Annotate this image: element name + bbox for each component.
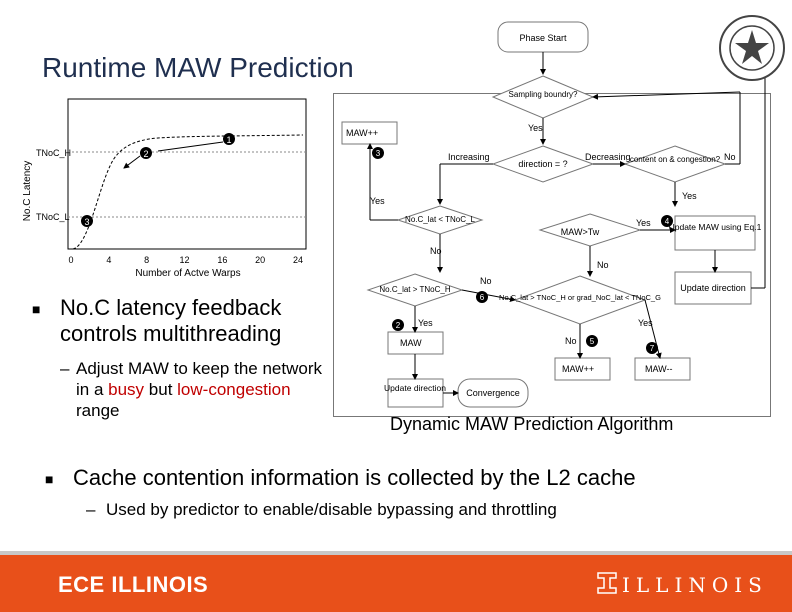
no2-label: No: [430, 246, 442, 256]
busy-text: busy: [108, 380, 145, 399]
but-text: but: [144, 380, 173, 399]
dash-marker: –: [60, 359, 70, 378]
noc-lat-lt-text: No.C_lat < TNoC_L: [405, 215, 475, 224]
svg-text:4: 4: [665, 217, 670, 226]
arrow-no4: [461, 289, 516, 303]
phase-start-text: Phase Start: [519, 33, 567, 43]
update-dir-box: [674, 271, 752, 305]
direction-diamond: [491, 145, 595, 183]
bullet-text: No.C latency feedback controls multithre…: [60, 295, 282, 346]
update-maw-text: Update MAW using Eq.1: [669, 222, 762, 232]
footer-bar: [0, 551, 792, 612]
low-congestion-text: low-congestion: [177, 380, 291, 399]
increasing-label: Increasing: [448, 152, 490, 162]
bullet-text-2: Cache contention information is collecte…: [73, 465, 636, 490]
step-badge-7: 7: [646, 342, 658, 354]
yes2-label: Yes: [682, 191, 697, 201]
marker-3: 3: [81, 215, 93, 227]
dash-marker-2: –: [86, 500, 96, 519]
used-text: Used by predictor to enable/disable bypa…: [106, 500, 557, 519]
illinois-block-i-icon: [597, 572, 617, 594]
plot-frame: [67, 98, 307, 250]
yes1-label: Yes: [528, 123, 543, 133]
maw-pp2-text: MAW++: [562, 364, 594, 374]
x-tick-label: 8: [144, 255, 149, 265]
svg-text:5: 5: [590, 337, 595, 346]
decreasing-label: Decreasing: [585, 152, 631, 162]
marker-2: 2: [140, 147, 152, 159]
no4-label: No: [480, 276, 492, 286]
range-text: range: [76, 401, 120, 420]
svg-text:6: 6: [480, 293, 485, 302]
x-tick-label: 12: [179, 255, 189, 265]
noc-or-text: No.C_lat > TNoC_H or grad_NoC_lat < TNoC…: [499, 293, 661, 302]
no5-label: No: [565, 336, 577, 346]
x-tick-label: 24: [293, 255, 303, 265]
marker-1: 1: [223, 133, 235, 145]
update-maw-box: [674, 215, 756, 251]
content-diamond: [623, 145, 727, 183]
y-axis-label: No.C Latency: [22, 161, 33, 222]
yes4-label: Yes: [636, 218, 651, 228]
slide-title: Runtime MAW Prediction: [42, 52, 354, 83]
maw-mm-box: [634, 357, 691, 381]
footer-ece-illinois: ECE ILLINOIS: [58, 572, 209, 597]
content-text: content on & congestion?: [630, 155, 721, 164]
marker-1-label: 1: [226, 135, 231, 145]
marker-3-label: 3: [84, 217, 89, 227]
x-tick-label: 4: [106, 255, 111, 265]
noc-lat-gt-text: No.C_lat > TNoC_H: [379, 285, 450, 294]
yes5-label: Yes: [418, 318, 433, 328]
y-tick-high: TNoC_H: [36, 148, 71, 158]
bullet-marker: ■: [32, 301, 41, 317]
sub-bullet-adjust: – Adjust MAW to keep the network in a bu…: [60, 358, 326, 421]
footer-illinois: ILLINOIS: [622, 573, 768, 597]
x-tick-label: 16: [217, 255, 227, 265]
step-badge-2: 2: [392, 319, 404, 331]
university-seal-logo: [719, 15, 785, 81]
bullet-noc-feedback: ■ No.C latency feedback controls multith…: [32, 295, 317, 347]
convergence-text: Convergence: [466, 388, 520, 398]
footer-divider: [0, 551, 792, 555]
adjust-text: Adjust MAW to keep the network in a: [76, 359, 322, 399]
x-axis-label: Number of Actve Warps: [135, 268, 240, 279]
update-dir-text: Update direction: [680, 283, 746, 293]
bullet-marker-2: ■: [45, 471, 54, 487]
yes3-label: Yes: [370, 196, 385, 206]
step-badge-6: 6: [476, 291, 488, 303]
yes6-label: Yes: [638, 318, 653, 328]
x-ticks: 0 4 8 12 16 20 24: [68, 255, 303, 265]
bullet-cache-contention: ■ Cache contention information is collec…: [45, 465, 745, 491]
maw-text: MAW: [400, 338, 422, 348]
step-badge-5: 5: [586, 335, 598, 347]
sub-bullet-used: – Used by predictor to enable/disable by…: [86, 499, 746, 520]
marker-arrows: [124, 141, 224, 168]
update-direction2-text: Update direction: [384, 383, 446, 393]
marker-2-label: 2: [143, 149, 148, 159]
svg-text:2: 2: [396, 321, 401, 330]
x-tick-label: 0: [68, 255, 73, 265]
step-badge-3: 3: [372, 147, 384, 159]
sampling-text: Sampling boundry?: [509, 90, 578, 99]
maw-mm-text: MAW--: [645, 364, 673, 374]
flowchart-caption: Dynamic MAW Prediction Algorithm: [390, 414, 674, 434]
no3-label: No: [597, 260, 609, 270]
svg-text:7: 7: [650, 344, 655, 353]
x-tick-label: 20: [255, 255, 265, 265]
svg-text:3: 3: [376, 149, 381, 158]
step-badge-4: 4: [661, 215, 673, 227]
maw-pp-text: MAW++: [346, 128, 378, 138]
maw-gt-text: MAW>Tw: [561, 227, 600, 237]
direction-text: direction = ?: [518, 159, 567, 169]
flowchart: Phase Start Sampling boundry? Yes MAW++ …: [341, 21, 766, 408]
no1-label: No: [724, 152, 736, 162]
y-tick-low: TNoC_L: [36, 212, 70, 222]
arrow-no1-sampling: [592, 91, 741, 100]
